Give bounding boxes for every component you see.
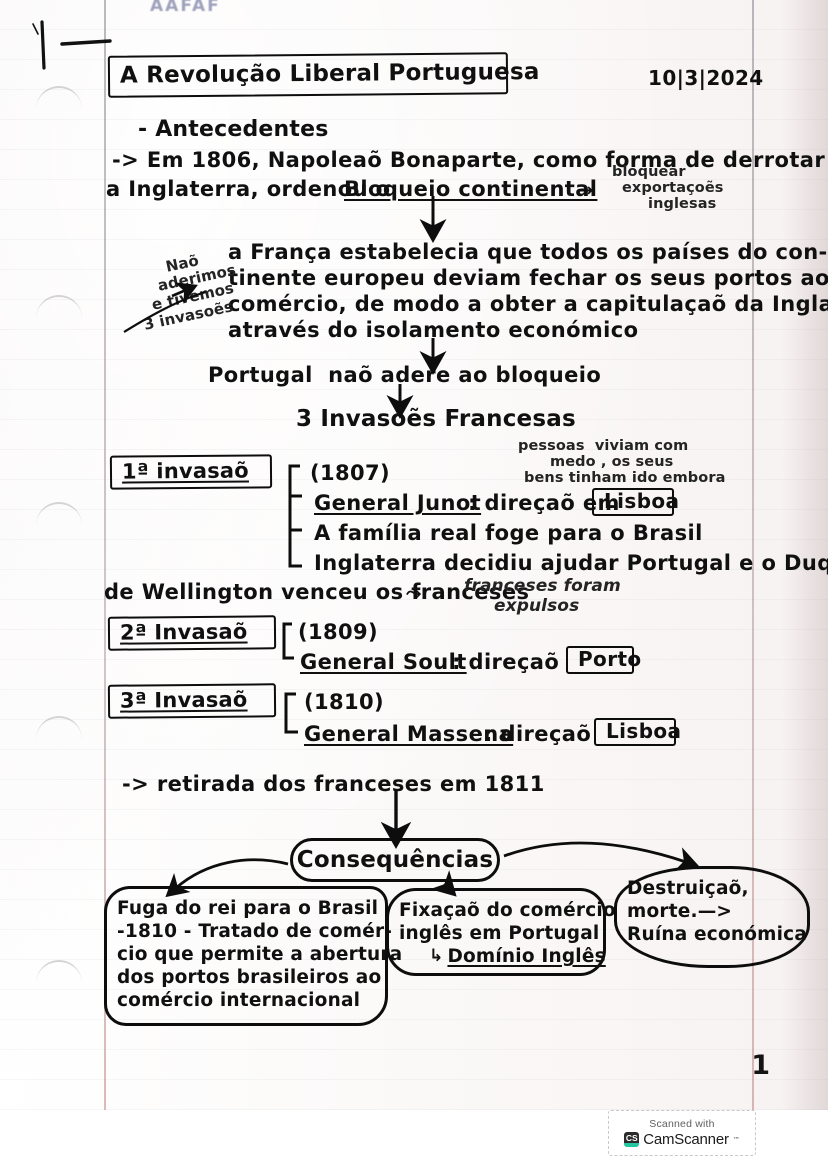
date-text: 10|3|2024 (648, 66, 764, 90)
invasion-3-general: General Massena (304, 722, 514, 746)
invasion-1-city-box: Lisboa (592, 488, 679, 516)
invasion-1-general-1: General Junot (314, 491, 482, 515)
france-line-2: tinente europeu deviam fechar os seus po… (228, 266, 828, 290)
invasion-2-label: 2ª Invasaõ (119, 619, 248, 645)
punch-hole (36, 716, 82, 744)
consequence-2-line-2: inglês em Portugal (399, 923, 600, 944)
arrow-to-consequence-3 (503, 841, 700, 872)
consequencias-label: Consequências (296, 847, 494, 873)
invasion-1-side-note-3: bens tinham ido embora (524, 470, 726, 486)
invasion-1-label-box: 1ª invasaõ (109, 454, 273, 490)
bracket-invasion-1 (288, 464, 302, 568)
invasion-3-city: Lisboa (606, 719, 682, 743)
invasion-1-item-2: A família real foge para o Brasil (314, 521, 703, 545)
camscanner-watermark: Scanned with CS CamScanner ™ (608, 1110, 756, 1156)
invasion-1-year: (1807) (310, 461, 391, 485)
camscanner-trademark: ™ (732, 1135, 740, 1144)
page-title: A Revolução Liberal Portuguesa (119, 58, 540, 89)
consequence-2-dominio-ingles: Domínio Inglês (447, 946, 606, 967)
intro-line-2-prefix: a Inglaterra, ordenou o (106, 177, 399, 201)
arrow-to-consequence-2 (430, 870, 457, 897)
france-line-1: a França estabelecia que todos os países… (228, 240, 828, 264)
invasion-3-label-box: 3ª Invasaõ (107, 683, 277, 719)
consequence-box-1: Fuga do rei para o Brasil -1810 - Tratad… (104, 886, 403, 1026)
consequence-2-sub-arrow-icon: ↳ (429, 946, 444, 966)
portugal-line: Portugal naõ adere ao bloqueio (208, 363, 602, 387)
consequence-3-line-3: Ruína económica (627, 924, 808, 945)
invasion-1-item-3: Inglaterra decidiu ajudar Portugal e o D… (314, 551, 828, 575)
invasion-3-year: (1810) (304, 690, 385, 714)
invasion-2-general: General Soult (300, 650, 467, 674)
consequence-1-line-5: comércio internacional (117, 990, 361, 1011)
margin-note-inglesas: inglesas (648, 196, 717, 212)
arrow-to-consequence-1 (165, 858, 289, 898)
retreat-line: -> retirada dos franceses em 1811 (122, 772, 545, 796)
invasion-1-side-note-2: medo , os seus (550, 454, 674, 470)
intro-inline-arrow: → (578, 180, 594, 201)
punch-hole (36, 295, 82, 323)
consequence-3-line-2: morte.—> (627, 901, 733, 922)
consequence-1-line-1: Fuga do rei para o Brasil (117, 898, 379, 919)
section-heading-antecedentes: - Antecedentes (138, 117, 329, 142)
invasion-3-city-box: Lisboa (594, 718, 681, 746)
bracket-invasion-2 (282, 622, 294, 660)
invasion-3-direction-text: : direçaõ (484, 722, 592, 746)
invasion-1-continuation: de Wellington venceu os franceses (104, 580, 530, 604)
intro-line-1: -> Em 1806, Napoleaõ Bonaparte, como for… (112, 148, 826, 172)
invasions-heading: 3 Invasoẽs Francesas (296, 406, 576, 432)
invasion-2-city-box: Porto (566, 646, 641, 674)
punch-hole (36, 960, 82, 988)
left-margin-rule (104, 0, 106, 1110)
top-bleed-text: AAFAF (150, 0, 221, 16)
stray-pen-marks (32, 20, 112, 70)
consequence-2-line-1: Fixaçaõ do comércio (399, 900, 616, 921)
consequence-box-2: Fixaçaõ do comércio inglês em Portugal ↳… (386, 888, 616, 976)
invasion-1-cursive-note-2: expulsos (494, 596, 580, 616)
invasion-2-city: Porto (578, 647, 642, 671)
invasion-1-label: 1ª invasaõ (121, 458, 249, 484)
invasion-2-year: (1809) (298, 620, 379, 644)
margin-note-bloquear: bloquear (612, 164, 686, 180)
camscanner-app-name: CamScanner (643, 1131, 729, 1148)
invasion-1-direction-text: : direçaõ em (468, 491, 620, 515)
france-line-4: através do isolamento económico (228, 318, 639, 342)
punch-hole (36, 502, 82, 530)
invasion-1-continuation-arrow: ⤳ (406, 582, 422, 604)
consequence-3-line-1: Destruiçaõ, (627, 878, 749, 899)
invasion-2-direction-text: : direçaõ (452, 650, 560, 674)
consequencias-node: Consequências (290, 838, 500, 882)
invasion-1-side-note-1: pessoas viviam com (518, 438, 689, 454)
camscanner-scanned-with: Scanned with (649, 1118, 715, 1130)
invasion-3-label: 3ª Invasaõ (119, 687, 248, 713)
bloqueio-continental-underlined: Bloqueio continental (344, 177, 598, 201)
france-line-3: comércio, de modo a obter a capitulaçaõ … (228, 292, 828, 316)
consequence-1-line-2: -1810 - Tratado de comér- (117, 921, 393, 942)
punch-hole (36, 86, 82, 114)
consequence-box-3: Destruiçaõ, morte.—> Ruína económica (614, 866, 810, 968)
margin-note-exportacoes: exportaçoẽs (622, 180, 724, 196)
consequence-1-line-3: cio que permite a abertura (117, 944, 403, 965)
title-box: A Revolução Liberal Portuguesa (107, 52, 540, 98)
invasion-1-city: Lisboa (604, 489, 680, 513)
invasion-1-cursive-note-1: franceses foram (464, 576, 621, 596)
bracket-invasion-3 (284, 692, 298, 734)
invasion-2-label-box: 2ª Invasaõ (107, 615, 277, 651)
right-margin-rule (752, 0, 754, 1110)
page-number: 1 (751, 1050, 770, 1081)
consequence-1-line-4: dos portos brasileiros ao (117, 967, 382, 988)
camscanner-logo-icon: CS (624, 1132, 640, 1147)
